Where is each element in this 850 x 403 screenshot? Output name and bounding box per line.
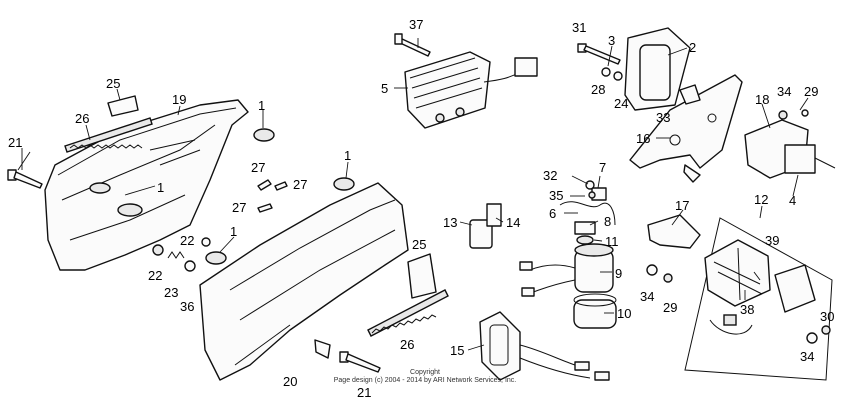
starter-relay xyxy=(744,109,836,179)
callout-label: 38 xyxy=(740,302,754,317)
callout-label: 35 xyxy=(549,188,563,203)
voltage-regulator xyxy=(624,27,691,111)
callout-label: 25 xyxy=(412,237,426,252)
callout-label: 12 xyxy=(754,192,768,207)
callout-label: 32 xyxy=(543,168,557,183)
callout-label: 11 xyxy=(605,234,619,249)
grommet xyxy=(205,128,355,265)
callout-label: 34 xyxy=(777,84,791,99)
callout-label: 26 xyxy=(400,337,414,352)
callout-label: 34 xyxy=(800,349,814,364)
callout-label: 23 xyxy=(164,285,178,300)
callout-label: 22 xyxy=(148,268,162,283)
callout-label: 1 xyxy=(344,148,351,163)
collar-and-spring xyxy=(152,237,211,272)
bolt-washer-set xyxy=(646,264,831,344)
leader-lines xyxy=(17,38,809,351)
callout-label: 29 xyxy=(663,300,677,315)
callout-label: 5 xyxy=(381,81,388,96)
seal-strip xyxy=(64,117,153,153)
bolt xyxy=(7,169,43,189)
callout-label: 8 xyxy=(604,214,611,229)
callout-label: 1 xyxy=(230,224,237,239)
callout-label: 37 xyxy=(409,17,423,32)
callout-label: 13 xyxy=(443,215,457,230)
callout-label: 24 xyxy=(614,96,628,111)
callout-label: 9 xyxy=(615,266,622,281)
callout-label: 27 xyxy=(293,177,307,192)
callout-label: 26 xyxy=(75,111,89,126)
callout-label: 15 xyxy=(450,343,464,358)
seal-strip xyxy=(367,289,449,337)
callout-label: 1 xyxy=(258,98,265,113)
callout-label: 22 xyxy=(180,233,194,248)
fuse-bracket xyxy=(647,214,701,249)
callout-label: 31 xyxy=(572,20,586,35)
bolt xyxy=(339,351,381,373)
callout-label: 3 xyxy=(608,33,615,48)
callout-label: 10 xyxy=(617,306,631,321)
regulator-rectifier xyxy=(404,51,538,129)
electrical-bracket xyxy=(629,74,743,183)
callout-label: 29 xyxy=(804,84,818,99)
callout-label: 18 xyxy=(755,92,769,107)
rubber-mount xyxy=(469,203,502,249)
bolt-washer-set xyxy=(577,43,623,81)
mounting-bracket xyxy=(107,95,139,117)
callout-label: 33 xyxy=(656,110,670,125)
copyright-notice: Page design (c) 2004 - 2014 by ARI Netwo… xyxy=(334,377,517,384)
callout-label: 20 xyxy=(283,374,297,389)
fuse-box-group xyxy=(684,217,833,381)
callout-label: 25 xyxy=(106,76,120,91)
callout-label: 7 xyxy=(599,160,606,175)
callout-label: 34 xyxy=(640,289,654,304)
callout-label: 28 xyxy=(591,82,605,97)
ignition-coil xyxy=(519,243,614,297)
mounting-bracket xyxy=(407,253,437,299)
callout-label: 6 xyxy=(549,206,556,221)
callout-label: 39 xyxy=(765,233,779,248)
callout-label: 2 xyxy=(689,40,696,55)
callout-label: 36 xyxy=(180,299,194,314)
callout-label: 16 xyxy=(636,131,650,146)
callout-label: 21 xyxy=(8,135,22,150)
callout-label: 21 xyxy=(357,385,371,400)
callout-labels: 1 1 1 1 2 3 4 5 6 7 8 9 10 11 12 13 14 1… xyxy=(8,17,834,400)
callout-label: 30 xyxy=(820,309,834,324)
clips xyxy=(257,179,288,213)
bolt xyxy=(394,33,431,57)
callout-label: 19 xyxy=(172,92,186,107)
coil-band xyxy=(573,293,617,329)
callout-label: 27 xyxy=(251,160,265,175)
copyright-label: Copyright xyxy=(410,369,440,376)
callout-label: 1 xyxy=(157,180,164,195)
callout-label: 14 xyxy=(506,215,520,230)
callout-label: 27 xyxy=(232,200,246,215)
silicon-rectifier xyxy=(479,311,610,381)
callout-label: 4 xyxy=(789,193,796,208)
callout-label: 17 xyxy=(675,198,689,213)
right-side-cover xyxy=(199,182,409,381)
